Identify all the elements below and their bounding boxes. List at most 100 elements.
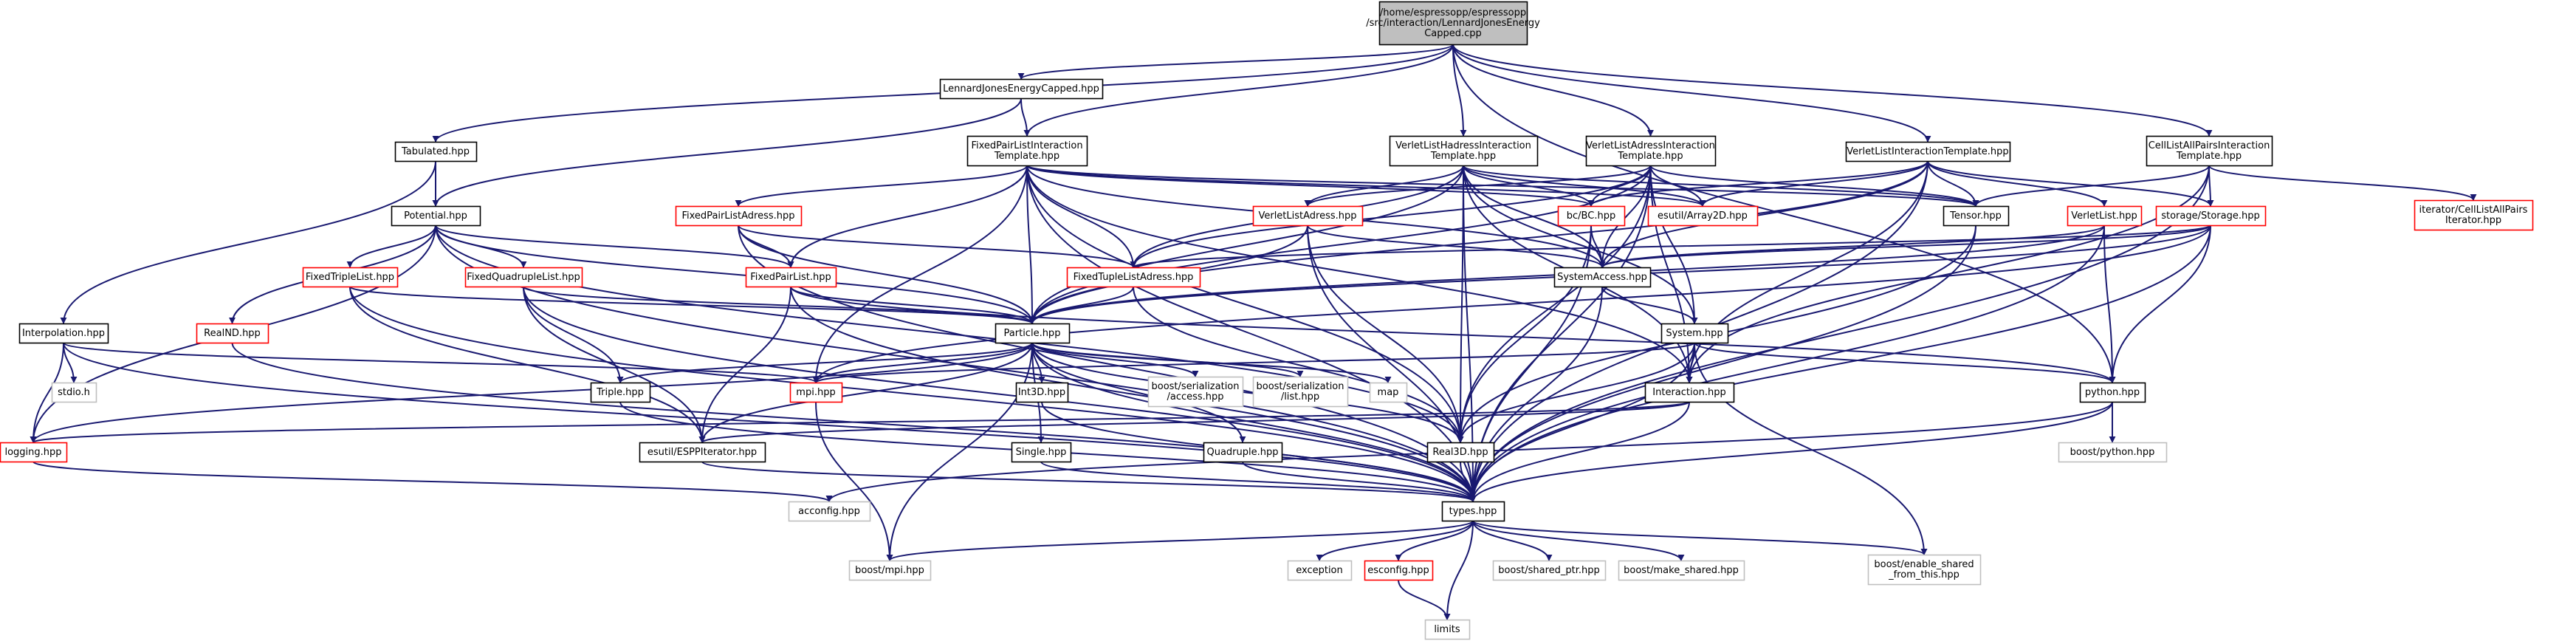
edge-root-to-vlai <box>1452 44 1654 137</box>
edge-vli-to-tensor <box>1927 160 1979 207</box>
node-log[interactable]: logging.hpp <box>0 442 68 463</box>
edge-interp-to-mpi <box>63 342 820 383</box>
node-realnd[interactable]: RealND.hpp <box>196 323 269 344</box>
node-bms-box <box>1618 560 1745 581</box>
node-tensor[interactable]: Tensor.hpp <box>1943 205 2010 227</box>
edge-bc-to-real3d <box>1457 225 1592 443</box>
node-interp-label: Interpolation.hpp <box>22 328 105 339</box>
node-itcl-box <box>2414 199 2534 231</box>
node-sysacc-box <box>1553 267 1652 288</box>
edge-fpla-to-fpl <box>738 225 794 268</box>
node-fpli-label: FixedPairListInteraction <box>971 140 1082 151</box>
node-types[interactable]: types.hpp <box>1441 501 1505 522</box>
edge-sysacc-to-system <box>1601 286 1698 324</box>
edge-part-to-real3d <box>1031 342 1464 443</box>
node-fpl[interactable]: FixedPairList.hpp <box>745 267 837 288</box>
node-int3d[interactable]: Int3D.hpp <box>1015 382 1069 403</box>
node-limits-label: limits <box>1434 624 1460 635</box>
node-pot-label: Potential.hpp <box>404 210 467 222</box>
node-espp[interactable]: esutil/ESPPIterator.hpp <box>639 442 766 463</box>
node-triple[interactable]: Triple.hpp <box>590 382 651 403</box>
edge-fpla-to-ftla <box>738 225 1137 268</box>
node-part-box <box>995 323 1071 344</box>
edge-sysacc-to-types <box>1469 286 1603 502</box>
edge-fpli-to-fpla <box>735 165 1028 207</box>
node-system[interactable]: System.hpp <box>1660 323 1729 344</box>
node-real3d[interactable]: Real3D.hpp <box>1426 442 1495 463</box>
edge-clap-to-types <box>1469 165 2210 502</box>
edge-vla-to-real3d <box>1307 225 1464 443</box>
file-nodes: /home/espressopp/espressopp/src/interact… <box>0 1 2534 640</box>
node-pot[interactable]: Potential.hpp <box>391 205 481 227</box>
edge-fpla-to-part <box>738 225 1036 324</box>
edge-types-to-bsp <box>1472 520 1553 561</box>
node-root-box <box>1378 1 1528 46</box>
node-ljec-box <box>939 78 1104 100</box>
node-bc-label: bc/BC.hpp <box>1567 210 1615 222</box>
edge-types-to-bms <box>1472 520 1685 561</box>
node-sysacc[interactable]: SystemAccess.hpp <box>1553 267 1652 288</box>
node-realnd-box <box>196 323 269 344</box>
node-vl[interactable]: VerletList.hpp <box>2067 205 2143 227</box>
node-part-label: Particle.hpp <box>1004 328 1061 339</box>
node-esconf[interactable]: esconfig.hpp <box>1364 560 1434 581</box>
node-espp-label: esutil/ESPPIterator.hpp <box>648 447 757 458</box>
node-ftl[interactable]: FixedTripleList.hpp <box>302 267 399 288</box>
edge-stor-to-sysacc <box>1598 225 2211 268</box>
node-espp-box <box>639 442 766 463</box>
node-tensor-box <box>1943 205 2010 227</box>
node-quad[interactable]: Quadruple.hpp <box>1203 442 1283 463</box>
node-tab[interactable]: Tabulated.hpp <box>394 141 478 162</box>
edge-ljec-to-fpli <box>1020 97 1031 137</box>
edge-py-to-types <box>1469 401 2113 502</box>
node-py[interactable]: python.hpp <box>2079 382 2146 403</box>
edge-part-to-map <box>1031 342 1392 383</box>
node-ftl-label: FixedTripleList.hpp <box>306 272 394 283</box>
node-single[interactable]: Single.hpp <box>1011 442 1072 463</box>
node-stor-box <box>2155 205 2267 227</box>
node-vli[interactable]: VerletListInteractionTemplate.hpp <box>1845 141 2011 162</box>
edge-inter-to-log <box>30 401 1690 443</box>
node-part[interactable]: Particle.hpp <box>995 323 1071 344</box>
node-root[interactable]: /home/espressopp/espressopp/src/interact… <box>1366 1 1540 46</box>
node-root-label: Capped.cpp <box>1424 28 1482 39</box>
node-mpi-box <box>789 382 843 403</box>
node-bes-box <box>1867 554 1982 586</box>
edge-tensor-to-types <box>1469 225 1976 502</box>
edge-vlai-to-vla <box>1304 165 1652 207</box>
node-arr[interactable]: esutil/Array2D.hpp <box>1647 205 1759 227</box>
edge-stor-to-py <box>2109 225 2211 383</box>
node-ljec[interactable]: LennardJonesEnergyCapped.hpp <box>939 78 1104 100</box>
node-mpi[interactable]: mpi.hpp <box>789 382 843 403</box>
node-ftla[interactable]: FixedTupleListAdress.hpp <box>1066 267 1201 288</box>
edge-quad-to-types <box>1242 461 1477 502</box>
node-system-label: System.hpp <box>1666 328 1723 339</box>
edge-fpli-to-inter <box>1026 165 1693 383</box>
edge-vllai-to-bc <box>1463 165 1595 207</box>
node-vla[interactable]: VerletListAdress.hpp <box>1252 205 1364 227</box>
node-vllai-label: Template.hpp <box>1430 151 1496 162</box>
edge-vlai-to-inter <box>1649 165 1693 383</box>
edge-ftl-to-types <box>349 286 1477 502</box>
node-fql[interactable]: FixedQuadrupleList.hpp <box>464 267 583 288</box>
node-interp[interactable]: Interpolation.hpp <box>18 323 109 344</box>
node-arr-box <box>1647 205 1759 227</box>
node-fpla[interactable]: FixedPairListAdress.hpp <box>675 205 803 227</box>
edge-vllai-to-arr <box>1463 165 1706 207</box>
node-py-label: python.hpp <box>2085 387 2140 398</box>
node-ljec-label: LennardJonesEnergyCapped.hpp <box>943 83 1099 95</box>
edge-part-to-quad <box>1031 342 1246 443</box>
node-tab-label: Tabulated.hpp <box>401 146 470 157</box>
node-inter[interactable]: Interaction.hpp <box>1644 382 1735 403</box>
node-bc[interactable]: bc/BC.hpp <box>1557 205 1626 227</box>
edge-vlai-to-ftla <box>1130 165 1652 268</box>
edge-interp-to-stdio <box>63 342 78 383</box>
node-stor[interactable]: storage/Storage.hpp <box>2155 205 2267 227</box>
edge-vllai-to-types <box>1463 165 1477 502</box>
